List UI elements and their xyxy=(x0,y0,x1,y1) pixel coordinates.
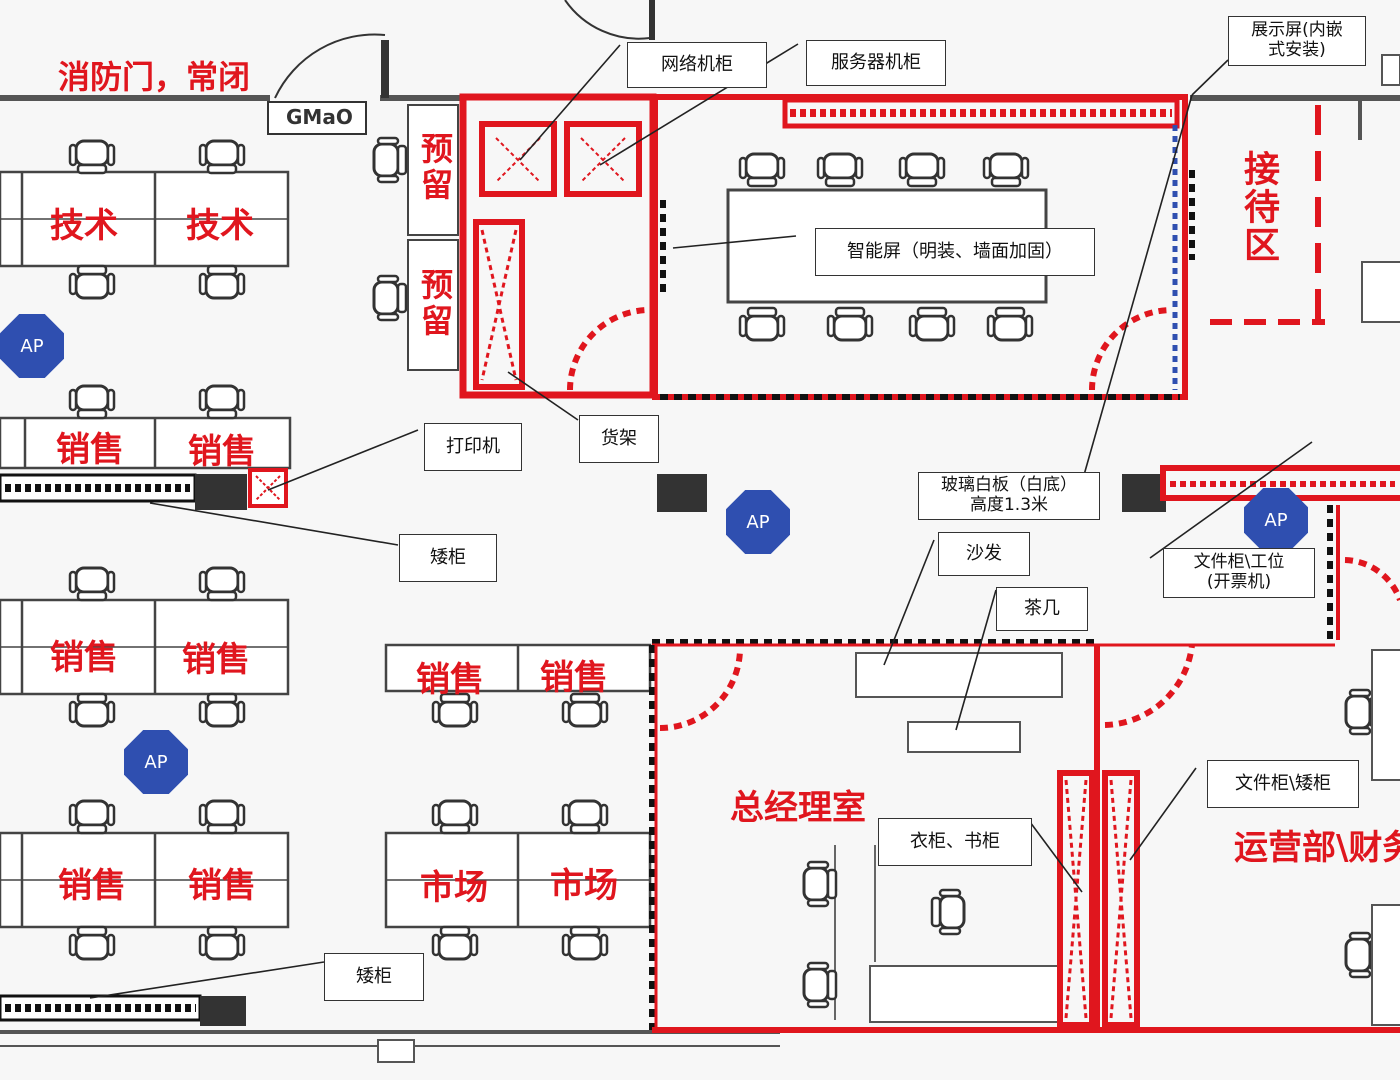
desk-label-market-1: 市场 xyxy=(420,868,488,908)
desk-label-sales-3: 销售 xyxy=(50,638,118,678)
desk-label-tech-2: 技术 xyxy=(186,206,254,246)
desk-label-sales-1: 销售 xyxy=(56,430,124,470)
callout-file-cabinet-low: 文件柜\矮柜 xyxy=(1207,760,1359,808)
callout-low-cabinet-1: 矮柜 xyxy=(399,534,497,582)
callout-network-cabinet: 网络机柜 xyxy=(627,42,767,88)
callout-wardrobe-bookcase: 衣柜、书柜 xyxy=(878,818,1032,866)
server-room xyxy=(459,93,657,399)
desk-label-market-2: 市场 xyxy=(550,866,618,906)
callout-display-screen: 展示屏(内嵌 式安装) xyxy=(1228,16,1366,66)
callout-file-cabinet-workstation: 文件柜\工位 (开票机) xyxy=(1163,548,1315,598)
callout-printer: 打印机 xyxy=(424,423,522,471)
desk-label-sales-4: 销售 xyxy=(182,640,250,680)
ap-marker-3: AP xyxy=(1244,488,1308,552)
gmao-box xyxy=(267,101,367,135)
desk-block-market xyxy=(384,799,652,961)
ops-finance-label: 运营部\财务 xyxy=(1234,828,1400,868)
reserved-label-1: 预留 xyxy=(416,132,454,204)
desk-label-tech-1: 技术 xyxy=(50,206,118,246)
desk-block-sales-3 xyxy=(384,643,652,728)
ap-marker-2: AP xyxy=(726,490,790,554)
gm-office-label: 总经理室 xyxy=(730,788,866,828)
fire-door-label: 消防门，常闭 xyxy=(58,58,251,96)
callout-server-cabinet: 服务器机柜 xyxy=(806,40,946,86)
callout-low-cabinet-2: 矮柜 xyxy=(324,953,424,1001)
reception-area xyxy=(1210,105,1400,325)
reserved-cabinet-2 xyxy=(407,239,459,371)
dark-cabinet-2 xyxy=(1122,474,1166,512)
desk-label-sales-8: 销售 xyxy=(188,866,256,906)
ap-marker-4: AP xyxy=(124,730,188,794)
callout-sofa: 沙发 xyxy=(938,532,1030,576)
dark-cabinet-1 xyxy=(657,474,707,512)
callout-glass-whiteboard: 玻璃白板（白底） 高度1.3米 xyxy=(918,472,1100,520)
desk-block-sales-4 xyxy=(0,799,290,961)
ap-marker-1: AP xyxy=(0,314,64,378)
desk-label-sales-7: 销售 xyxy=(58,866,126,906)
callout-smart-screen: 智能屏（明装、墙面加固） xyxy=(815,228,1095,276)
callout-tea-table: 茶几 xyxy=(996,587,1088,631)
callout-shelf: 货架 xyxy=(579,415,659,463)
desk-block-tech xyxy=(0,136,408,322)
gm-office xyxy=(649,639,1400,1033)
reserved-label-2: 预留 xyxy=(416,268,454,340)
bottom-low-cabinet xyxy=(0,994,246,1026)
reception-label: 接待区 xyxy=(1238,150,1279,264)
gmao-label: GMaO xyxy=(286,105,353,129)
reserved-cabinet-1 xyxy=(407,104,459,236)
desk-block-sales-1 xyxy=(0,384,292,510)
desk-block-sales-2 xyxy=(0,566,290,728)
desk-label-sales-5: 销售 xyxy=(416,660,484,700)
leader-lines xyxy=(89,43,1313,999)
desk-label-sales-2: 销售 xyxy=(188,432,256,472)
desk-label-sales-6: 销售 xyxy=(540,658,608,698)
